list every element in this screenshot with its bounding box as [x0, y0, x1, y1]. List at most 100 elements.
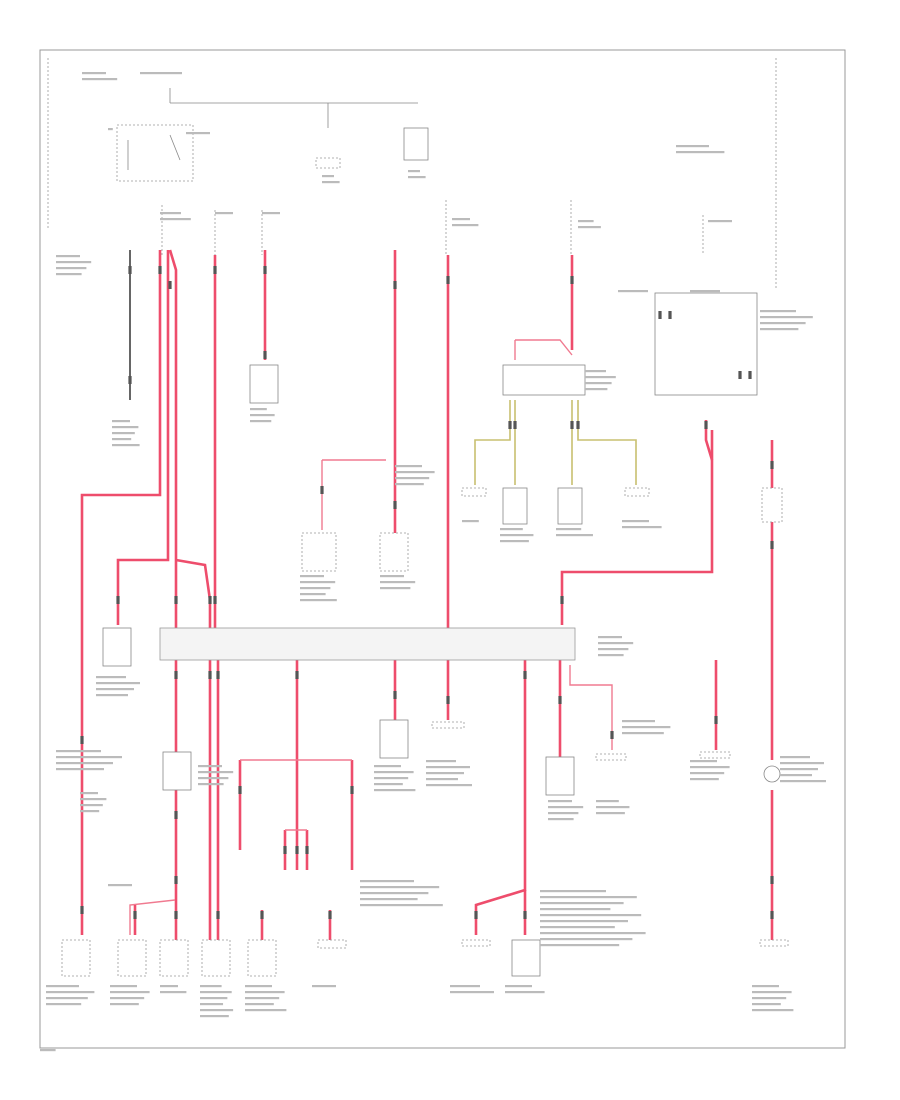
connector-pin [523, 671, 527, 679]
sensor-module [431, 721, 465, 729]
connector-pin [570, 276, 574, 284]
annotation-block [578, 220, 601, 229]
connector-pin [560, 596, 564, 604]
bottom-component-4 [201, 939, 231, 977]
annotation-block [40, 1049, 56, 1052]
annotation-block [380, 575, 416, 590]
connector-pin [714, 716, 718, 724]
switch-left [502, 487, 528, 525]
annotation-block [548, 800, 584, 821]
connector-pin [168, 281, 172, 289]
connector-pin [770, 911, 774, 919]
annotation-block [585, 370, 616, 391]
connector-pin [508, 421, 512, 429]
annotation-block [46, 985, 95, 1006]
connector-pin [474, 911, 478, 919]
connector-pin [174, 811, 178, 819]
module-center-top [502, 364, 586, 396]
connector-pin [305, 846, 309, 854]
connector-pin [174, 596, 178, 604]
connector-pin [738, 371, 742, 379]
annotation-block [760, 310, 813, 331]
connector-pin [558, 696, 562, 704]
connector-pin [133, 911, 137, 919]
annotation-block [462, 520, 479, 523]
bottom-component-8 [511, 939, 541, 977]
annotation-block [80, 792, 107, 813]
annotation-block [96, 676, 140, 697]
annotation-block [110, 985, 150, 1006]
switch-right [557, 487, 583, 525]
connector-pin [208, 596, 212, 604]
connector-pin [770, 876, 774, 884]
annotation-block [108, 884, 132, 887]
bottom-component-2 [117, 939, 147, 977]
components [61, 292, 789, 977]
connector-pin [263, 351, 267, 359]
switch-bottom [545, 756, 575, 796]
connector-pin [770, 541, 774, 549]
connector-pin [513, 421, 517, 429]
connector-pin [80, 906, 84, 914]
bottom-component-6 [317, 939, 347, 949]
fuse-inline-right [761, 487, 783, 523]
fuse-top-center [315, 157, 341, 169]
connector-pin [116, 596, 120, 604]
annotation-block [500, 528, 534, 543]
bottom-component-5 [247, 939, 277, 977]
annotation-block [322, 175, 340, 184]
annotation-block [408, 170, 426, 179]
connector-pin [128, 376, 132, 384]
connector-pin [283, 846, 287, 854]
connector-pin [704, 421, 708, 429]
annotation-block [690, 290, 720, 293]
annotation-block [160, 985, 187, 994]
annotation-block [596, 800, 630, 815]
ignition-relay [116, 124, 194, 182]
instrument-module [654, 292, 758, 396]
connector-pin [523, 911, 527, 919]
annotation-block [622, 520, 662, 529]
bottom-component-1 [61, 939, 91, 977]
connector-pin [320, 486, 324, 494]
annotation-block [618, 290, 648, 293]
fuse-top-right [403, 127, 429, 161]
signal-wires [474, 400, 637, 485]
bottom-component-3 [159, 939, 189, 977]
annotation-block [108, 128, 113, 131]
connector-pin [770, 461, 774, 469]
annotation-block [780, 756, 826, 783]
connector-pin [295, 846, 299, 854]
annotation-block [82, 72, 118, 81]
lamp-left [461, 487, 487, 497]
lamp-indicator [763, 765, 781, 783]
annotation-block [450, 985, 494, 994]
connector-pin [216, 671, 220, 679]
annotation-block [505, 985, 545, 994]
connector-pin [80, 736, 84, 744]
control-module [379, 719, 409, 759]
connector-pin [158, 266, 162, 274]
relay-mid-left [162, 751, 192, 791]
annotation-block [200, 985, 234, 1018]
annotation-block [140, 72, 182, 75]
annotation-block [395, 465, 435, 486]
annotation-block [452, 218, 479, 227]
lamp-right [624, 487, 650, 497]
connector-pin [260, 911, 264, 919]
annotation-block [262, 212, 280, 215]
connector-pin [216, 911, 220, 919]
annotation-block [708, 220, 732, 223]
annotation-block [198, 765, 234, 786]
connector-pin [446, 276, 450, 284]
annotation-block [426, 760, 472, 787]
engine-module [249, 364, 279, 404]
connector-pin [128, 266, 132, 274]
connector-pin [668, 311, 672, 319]
annotation-block [186, 132, 210, 135]
connector-pin [446, 696, 450, 704]
connector-pin [295, 671, 299, 679]
connector-pin [213, 596, 217, 604]
bottom-component-7 [461, 939, 491, 947]
